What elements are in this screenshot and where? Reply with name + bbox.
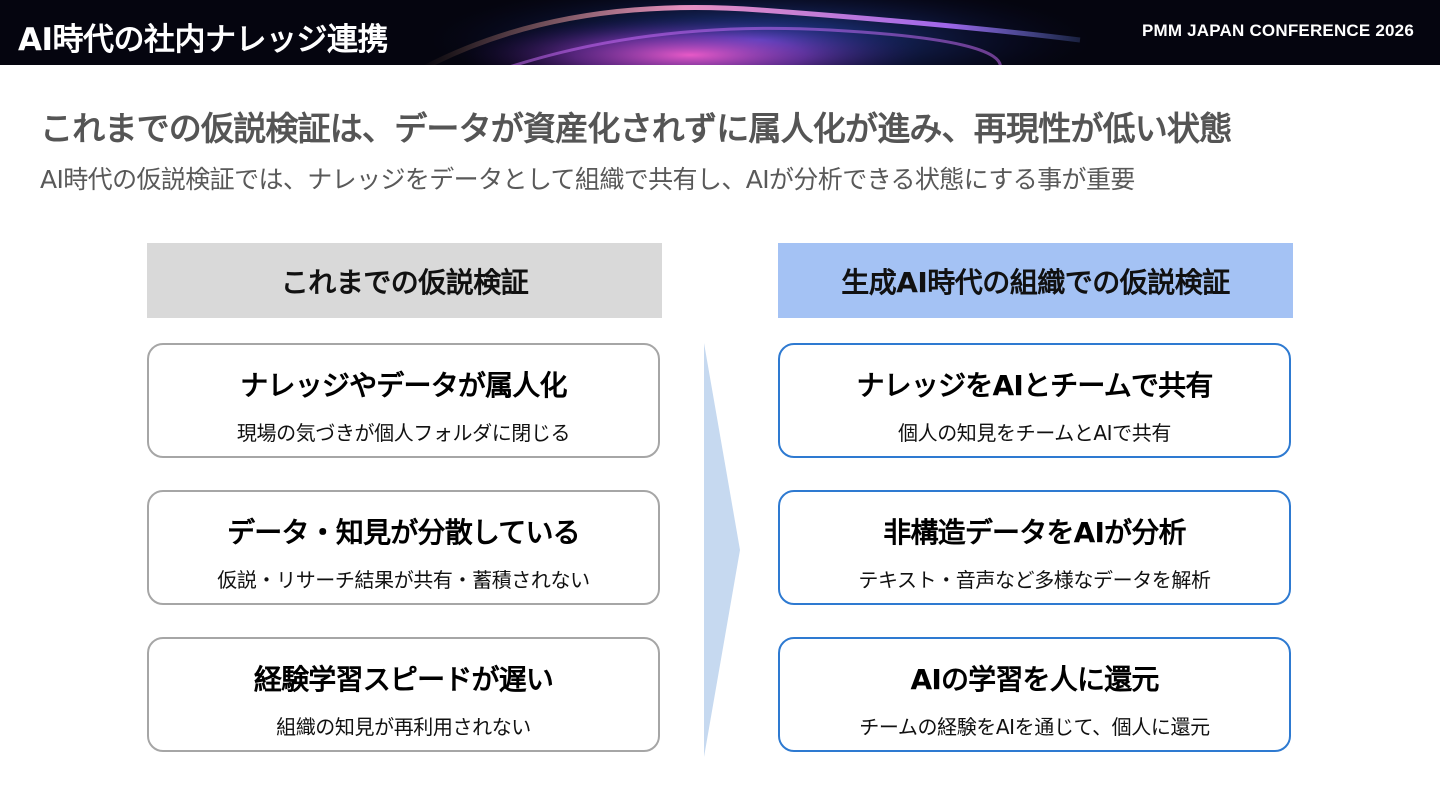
- left-card-1: ナレッジやデータが属人化 現場の気づきが個人フォルダに閉じる: [147, 343, 660, 458]
- sub-heading: AI時代の仮説検証では、ナレッジをデータとして組織で共有し、AIが分析できる状態…: [40, 165, 1135, 194]
- card-description: 仮説・リサーチ結果が共有・蓄積されない: [217, 568, 590, 592]
- card-description: テキスト・音声など多様なデータを解析: [858, 568, 1211, 592]
- main-heading: これまでの仮説検証は、データが資産化されずに属人化が進み、再現性が低い状態: [40, 109, 1232, 148]
- card-description: 現場の気づきが個人フォルダに閉じる: [236, 421, 571, 445]
- right-column-header: 生成AI時代の組織での仮説検証: [778, 243, 1293, 318]
- header-title: AI時代の社内ナレッジ連携: [18, 22, 389, 58]
- conference-label: PMM JAPAN CONFERENCE 2026: [1141, 21, 1414, 40]
- right-card-1: ナレッジをAIとチームで共有 個人の知見をチームとAIで共有: [778, 343, 1291, 458]
- card-title: AIの学習を人に還元: [910, 663, 1159, 696]
- card-description: チームの経験をAIを通じて、個人に還元: [859, 715, 1210, 739]
- left-card-2: データ・知見が分散している 仮説・リサーチ結果が共有・蓄積されない: [147, 490, 660, 605]
- header-bar: AI時代の社内ナレッジ連携 PMM JAPAN CONFERENCE 2026: [0, 0, 1440, 65]
- card-description: 組織の知見が再利用されない: [276, 715, 531, 739]
- transition-arrow-icon: [704, 343, 740, 757]
- card-description: 個人の知見をチームとAIで共有: [898, 421, 1171, 445]
- right-card-3: AIの学習を人に還元 チームの経験をAIを通じて、個人に還元: [778, 637, 1291, 752]
- card-title: データ・知見が分散している: [227, 516, 581, 549]
- card-title: 非構造データをAIが分析: [883, 516, 1186, 549]
- card-title: 経験学習スピードが遅い: [253, 663, 554, 696]
- left-column-header: これまでの仮説検証: [147, 243, 662, 318]
- left-card-3: 経験学習スピードが遅い 組織の知見が再利用されない: [147, 637, 660, 752]
- header-glow-graphic: [424, 0, 1090, 65]
- right-card-2: 非構造データをAIが分析 テキスト・音声など多様なデータを解析: [778, 490, 1291, 605]
- card-title: ナレッジをAIとチームで共有: [856, 369, 1213, 402]
- card-title: ナレッジやデータが属人化: [240, 369, 567, 402]
